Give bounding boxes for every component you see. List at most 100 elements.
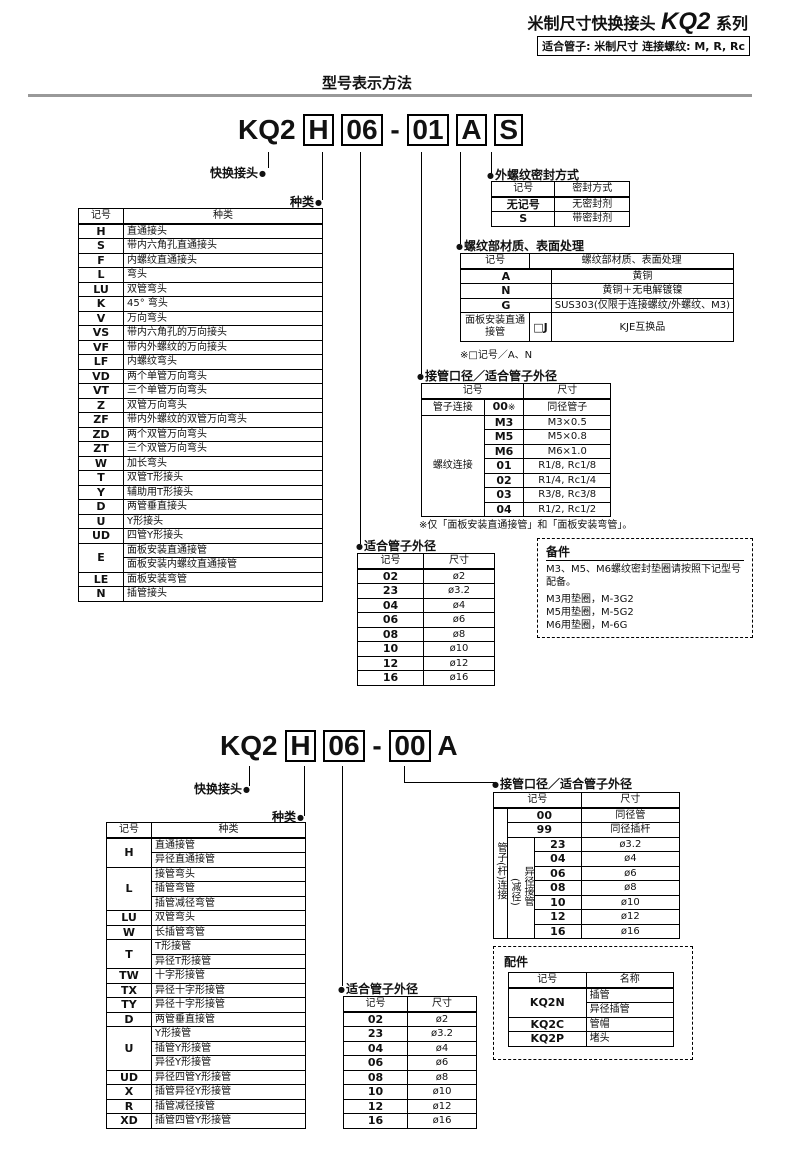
model-code-2: KQ2 H 06 - 00 A [220, 730, 458, 762]
cell-code: 00 [492, 399, 508, 413]
code-part-port: 00 [389, 730, 431, 762]
col-header: 记号 [493, 792, 582, 809]
cell-code: A [460, 268, 552, 284]
leader-line [360, 152, 361, 544]
col-header: 记号 [106, 822, 152, 839]
code-part-material: A [437, 730, 458, 761]
cell-value: 万向弯头 [123, 310, 323, 326]
cell-value: M3×0.5 [523, 414, 611, 430]
cell-code: Y [78, 484, 124, 500]
cell-value: 双管弯头 [123, 281, 323, 297]
cell-value: 加长弯头 [123, 455, 323, 471]
spare-item: M6用垫圈，M-6G [546, 620, 628, 631]
note-mark: ※ [507, 402, 516, 413]
cell-code: KQ2C [508, 1016, 587, 1032]
cell-value: 带内外螺纹的万向接头 [123, 339, 323, 355]
cell-code: 10 [356, 641, 425, 657]
spare-title: 备件 [546, 543, 744, 561]
cell-code: 06 [534, 865, 582, 881]
cell-value: 十字形接管 [151, 968, 306, 984]
cell-value: 插管接头 [123, 586, 323, 602]
cell-value: ø2 [423, 568, 495, 584]
cell-code: TX [106, 982, 152, 998]
cell-code: 02 [483, 472, 525, 488]
cell-label: 管子连接 [421, 398, 485, 416]
cell-code: LE [78, 571, 124, 587]
label-type-2: 种类 [272, 808, 304, 825]
col-header: 名称 [585, 972, 675, 989]
col-header: 尺寸 [580, 792, 681, 809]
cell-code: ZF [78, 412, 124, 428]
cell-code: M3 [483, 414, 525, 430]
cell-value: 插管减径弯管 [151, 895, 306, 911]
col-header: 尺寸 [523, 383, 611, 400]
cell-code: M6 [483, 443, 525, 459]
cell-value: 同径管子 [523, 398, 611, 416]
cell-code: D [78, 499, 124, 515]
cell-code: 16 [356, 670, 425, 686]
cell-code: 23 [342, 1026, 409, 1042]
accessories-title: 配件 [504, 955, 529, 969]
cell-value: ø3.2 [580, 836, 681, 852]
cell-value: ø16 [407, 1113, 477, 1129]
col-header: 记号 [420, 383, 525, 400]
cell-value: 无密封剂 [554, 196, 630, 212]
code-dash: - [372, 730, 382, 761]
cell-label: 面板安装直通接管 [459, 312, 531, 342]
cell-value: 长插管弯管 [151, 924, 306, 940]
cell-value: ø6 [423, 612, 495, 628]
cell-code: XD [106, 1113, 152, 1129]
cell-value: M5×0.8 [523, 429, 611, 445]
cell-value: ø8 [423, 626, 495, 642]
code-part-port: 01 [407, 114, 449, 146]
leader-line [460, 152, 461, 244]
cell-value: 三个单管万向弯头 [123, 383, 323, 399]
cell-code: E [78, 542, 124, 573]
cell-value: 接管弯头 [151, 866, 306, 882]
cell-value: 异径十字形接管 [151, 982, 306, 998]
cell-code: 12 [356, 655, 425, 671]
cell-code: G [460, 297, 552, 313]
cell-code: UD [78, 528, 124, 544]
cell-value: 双管万向弯头 [123, 397, 323, 413]
cell-value: 双管T形接头 [123, 470, 323, 486]
cell-value: 异径十字形接管 [151, 997, 306, 1013]
cell-code: 23 [534, 836, 582, 852]
cell-code: TY [106, 997, 152, 1013]
cell-value: 两管垂直接头 [123, 499, 323, 515]
cell-code: F [78, 252, 124, 268]
cell-value: ø12 [580, 909, 681, 925]
code-part-material: A [456, 114, 487, 146]
cell-value: 插管异径Y形接管 [151, 1084, 306, 1100]
spare-parts-box: 备件 M3、M5、M6螺纹密封垫圈请按照下记型号配备。 M3用垫圈，M-3G2 … [537, 538, 753, 638]
cell-code: 16 [534, 923, 582, 939]
cell-code: H [78, 223, 124, 239]
cell-code: 04 [483, 501, 525, 517]
page-header-title: 米制尺寸快换接头 KQ2 系列 [527, 8, 748, 35]
